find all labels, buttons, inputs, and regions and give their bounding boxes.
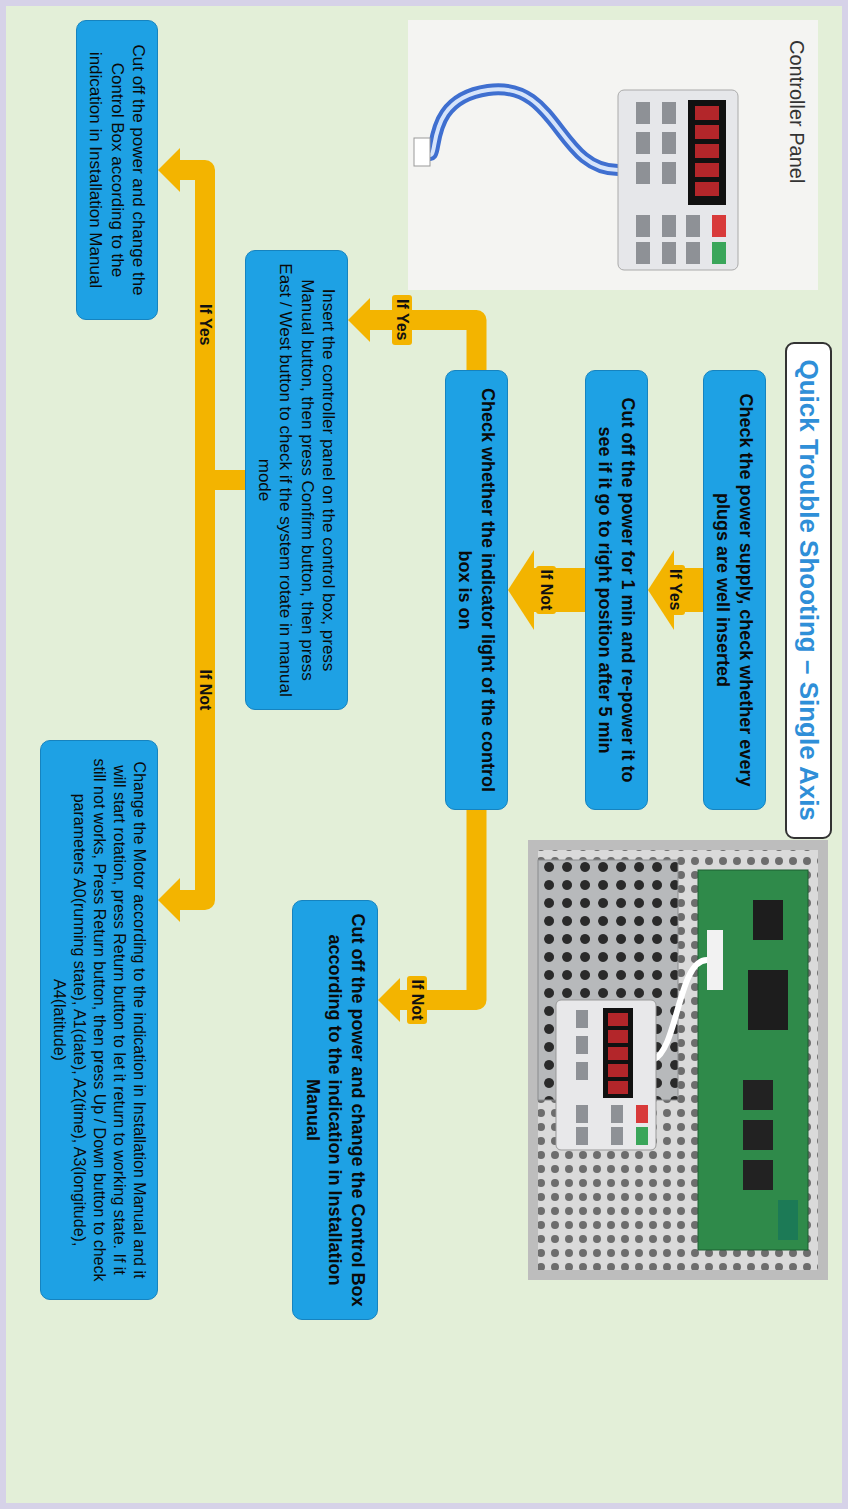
display-digit [695, 125, 719, 139]
board-relay [743, 1160, 773, 1190]
panel-button [662, 215, 676, 237]
edge-label: If Yes [666, 565, 686, 615]
red-button [712, 215, 726, 237]
process-box: Check the power supply, check whether ev… [703, 370, 766, 810]
arrow-shaft [179, 170, 245, 480]
panel-button [686, 242, 700, 264]
flow-arrow [648, 550, 703, 630]
process-box: Cut off the power for 1 min and re-power… [585, 370, 648, 810]
panel-display [603, 1008, 633, 1098]
perforated-plate [538, 850, 818, 1270]
arrow-shaft [369, 320, 477, 370]
box-text: Insert the controller panel on the contr… [254, 263, 339, 697]
arrow-shaft [179, 480, 245, 900]
panel-button [636, 242, 650, 264]
ribbon-wires [653, 960, 707, 1060]
panel-button [686, 215, 700, 237]
panel-button [662, 242, 676, 264]
panel-button [662, 102, 676, 124]
display-digit [695, 106, 719, 120]
box-text: Change the Motor according to the indica… [49, 753, 149, 1287]
process-box: Cut off the power and change the Control… [76, 20, 158, 320]
board-chip [748, 970, 788, 1030]
box-text: Cut off the power and change the Control… [302, 913, 370, 1307]
edge-label: If Not [407, 976, 427, 1025]
cable-plug [414, 138, 430, 166]
process-box: Cut off the power and change the Control… [293, 900, 379, 1320]
panel-button [662, 162, 676, 184]
board-connector [707, 930, 723, 990]
panel-button [611, 1105, 623, 1123]
panel-button [576, 1127, 588, 1145]
panel-button [576, 1036, 588, 1054]
display-digit [695, 144, 719, 158]
panel-button [636, 215, 650, 237]
box-text: Cut off the power and change the Control… [85, 33, 149, 307]
ribbon-cable [426, 89, 618, 170]
process-box: Change the Motor according to the indica… [40, 740, 158, 1300]
display-digit [695, 182, 719, 196]
red-button [636, 1105, 648, 1123]
arrow-shaft [399, 810, 477, 1000]
box-housing [528, 840, 828, 1280]
arrow-head [158, 878, 180, 922]
display-digit [695, 163, 719, 177]
arrow-head [348, 298, 370, 342]
board-chip [753, 900, 783, 940]
flow-arrow [158, 480, 245, 922]
edge-label: If Yes [392, 295, 412, 345]
display-digit [608, 1064, 628, 1077]
panel-button [636, 162, 650, 184]
box-text: Check the power supply, check whether ev… [712, 383, 757, 797]
arrow-head [508, 550, 534, 630]
edge-label: If Yes [195, 300, 215, 350]
panel-display [688, 100, 726, 205]
display-digit [608, 1081, 628, 1094]
photo-caption: Controller Panel [785, 40, 808, 183]
arrow-head [378, 978, 400, 1022]
panel-button [611, 1127, 623, 1145]
photo-ground [408, 20, 818, 290]
display-digit [608, 1030, 628, 1043]
board-relay [743, 1080, 773, 1110]
panel-button [576, 1105, 588, 1123]
process-box: Insert the controller panel on the contr… [245, 250, 348, 710]
panel-button [636, 132, 650, 154]
ribbon-cable-stripe [426, 89, 618, 170]
panel-body [556, 1000, 656, 1150]
display-digit [608, 1013, 628, 1026]
circuit-board [698, 870, 808, 1250]
controller-panel-photo [408, 20, 818, 290]
box-text: Check whether the indicator light of the… [454, 383, 499, 797]
arrow-head [158, 148, 180, 192]
panel-button [662, 132, 676, 154]
flow-arrow [378, 810, 477, 1022]
terminal-block [778, 1200, 798, 1240]
process-box: Check whether the indicator light of the… [445, 370, 508, 810]
board-relay [743, 1120, 773, 1150]
display-digit [608, 1047, 628, 1060]
control-box-photo [528, 840, 828, 1280]
green-button [712, 242, 726, 264]
flow-arrow [508, 550, 585, 630]
flow-arrow [348, 298, 477, 370]
slide-title: Quick Trouble Shooting – Single Axis [785, 342, 832, 839]
panel-button [636, 102, 650, 124]
edge-label: If Not [537, 566, 557, 615]
green-button [636, 1127, 648, 1145]
panel-button [576, 1010, 588, 1028]
box-text: Cut off the power for 1 min and re-power… [594, 383, 639, 797]
flow-arrow [158, 148, 245, 480]
panel-body [618, 90, 738, 270]
edge-label: If Not [195, 666, 215, 715]
panel-button [576, 1062, 588, 1080]
